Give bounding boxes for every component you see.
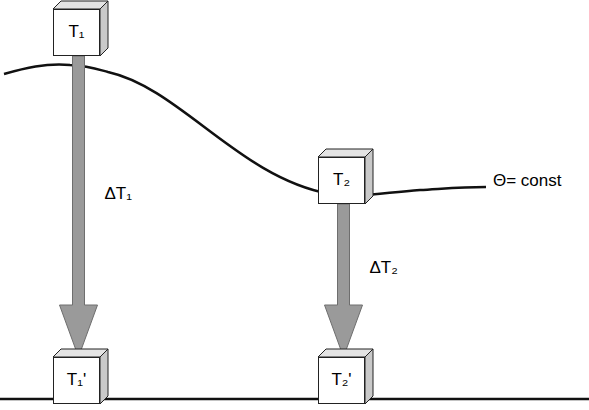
cube-side-face	[365, 349, 373, 404]
temperature-symbol: T₂	[333, 171, 350, 190]
cube-top-face	[53, 1, 108, 9]
temperature-symbol: T₁'	[67, 371, 86, 390]
cube-top-face	[53, 349, 108, 357]
cube-side-face	[100, 1, 108, 56]
cube-box: T₁	[53, 9, 100, 56]
temperature-change-label: ΔT₁	[105, 185, 132, 204]
temperature-symbol: T₂'	[331, 371, 351, 390]
block-arrow	[60, 56, 98, 357]
cube-side-face	[100, 349, 108, 404]
cube-box: T₁'	[53, 357, 100, 404]
cube-box: T₂	[318, 157, 365, 204]
cube-side-face	[365, 149, 373, 204]
block-arrow	[325, 204, 363, 357]
temperature-change-label: ΔT₂	[370, 259, 398, 278]
isentrope-label: Θ= const	[493, 172, 562, 191]
cube-box: T₂'	[318, 357, 365, 404]
cube-top-face	[318, 149, 373, 157]
cube-top-face	[318, 349, 373, 357]
temperature-symbol: T₁	[68, 23, 84, 42]
